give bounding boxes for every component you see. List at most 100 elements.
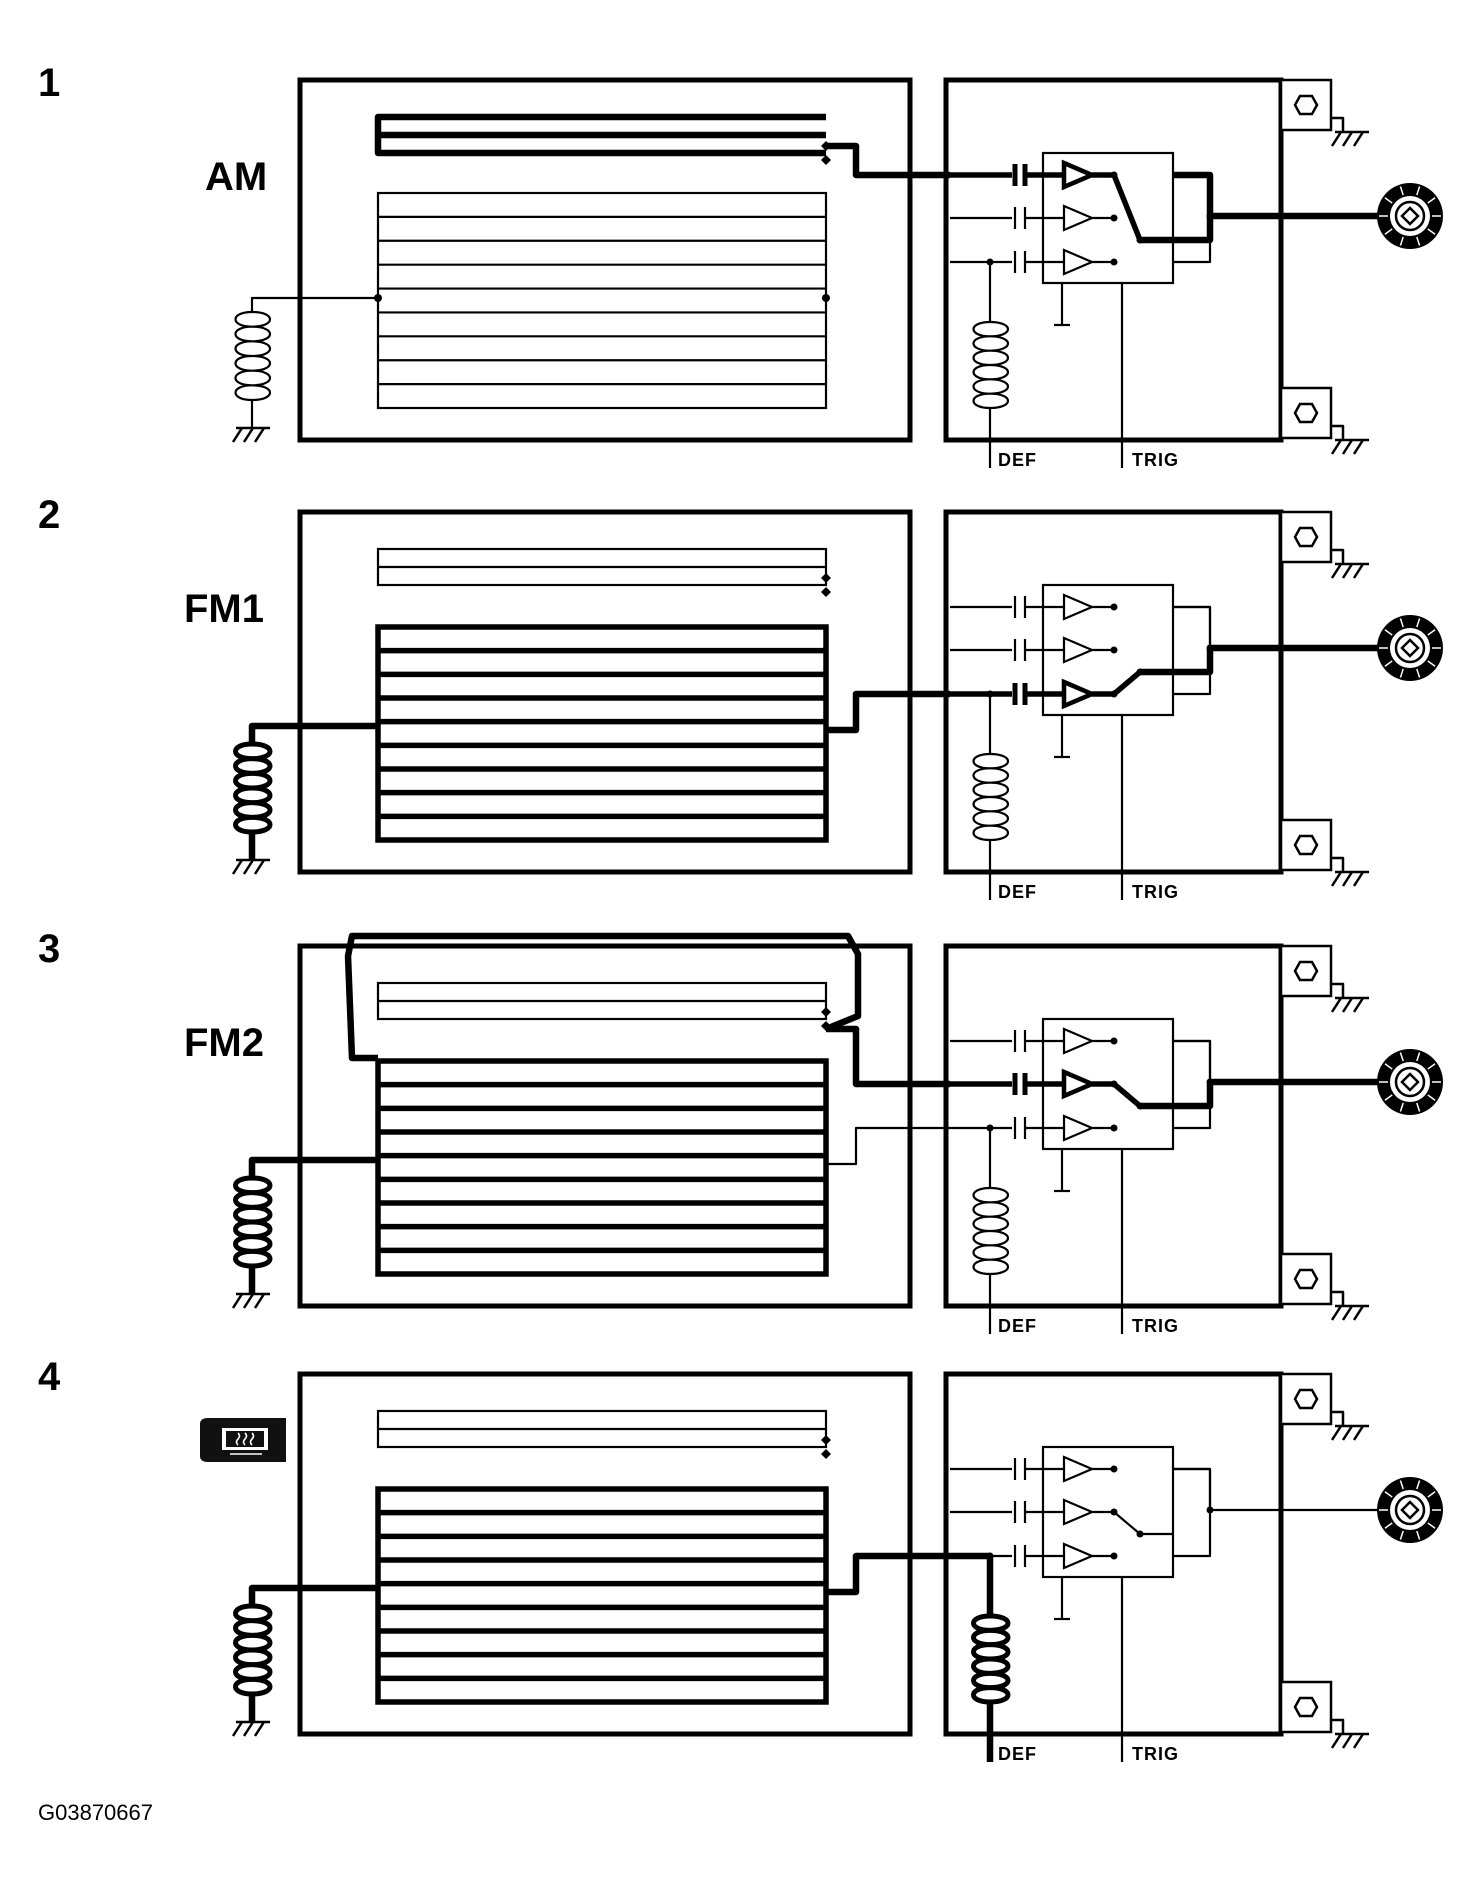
terminal-dot	[821, 155, 831, 165]
mount-hole-icon	[1293, 402, 1319, 424]
capacitor-icon	[1013, 596, 1027, 618]
mount-hole-icon	[1293, 94, 1319, 116]
channel-2	[950, 1068, 1118, 1100]
mount-tab	[1279, 510, 1369, 579]
heater-grid	[374, 191, 830, 410]
left-coil	[231, 1584, 378, 1737]
rear-defrost-icon	[200, 1418, 286, 1462]
fm2-loop	[344, 932, 862, 1062]
ground-icon	[1330, 996, 1369, 1013]
rf-switch	[1112, 605, 1378, 697]
mode-label: FM1	[184, 587, 264, 631]
amplifier-icon	[1062, 636, 1095, 664]
junction-dot	[1110, 1465, 1118, 1473]
junction-dot	[1110, 603, 1118, 611]
def-coil: DEF	[972, 1124, 1037, 1336]
ground-icon	[1330, 562, 1369, 579]
amplifier-icon	[1062, 1455, 1095, 1483]
channel-2	[950, 204, 1118, 232]
amplifier-icon	[1062, 1027, 1095, 1055]
def-coil: DEF	[972, 258, 1037, 470]
junction-dot	[1110, 214, 1118, 222]
amplifier-icon	[1061, 159, 1098, 191]
mount-tab	[1279, 1252, 1369, 1321]
mount-hole-icon	[1293, 1268, 1319, 1290]
capacitor-icon	[1012, 683, 1028, 705]
capacitor-icon	[1013, 639, 1027, 661]
coax-connector-icon	[1377, 183, 1443, 249]
am-grid	[376, 1409, 831, 1459]
ground-icon	[1330, 130, 1369, 147]
trig-pin-label: TRIG	[1132, 882, 1179, 902]
ground-icon	[1330, 870, 1369, 887]
trig-pin-label: TRIG	[1132, 1744, 1179, 1764]
left-coil-icon	[233, 1603, 273, 1697]
junction-dot	[1110, 1552, 1118, 1560]
amplifier-icon	[1061, 678, 1098, 710]
amplifier-icon	[1061, 1068, 1098, 1100]
ground-icon	[231, 426, 270, 443]
terminal-dot	[821, 587, 831, 597]
coax-connector-icon	[1377, 615, 1443, 681]
ground-icon	[1330, 1424, 1369, 1441]
capacitor-icon	[1012, 1073, 1028, 1095]
mode-label: FM2	[184, 1021, 264, 1065]
left-coil-icon	[233, 741, 273, 835]
terminal-dot	[821, 1007, 831, 1017]
left-coil	[231, 1156, 378, 1309]
heater-grid	[375, 624, 829, 843]
step-number: 3	[38, 927, 60, 971]
def-coil: DEF	[972, 690, 1036, 902]
step-number: 1	[38, 61, 60, 105]
mount-tab	[1279, 818, 1369, 887]
junction-dot	[1110, 646, 1118, 654]
heater-grid	[375, 1058, 829, 1277]
feed-wire	[826, 142, 950, 179]
trig-pin-label: TRIG	[1132, 450, 1179, 470]
amplifier-icon	[1062, 204, 1095, 232]
junction-dot	[1110, 1124, 1118, 1132]
capacitor-icon	[1013, 251, 1027, 273]
terminal-dot	[821, 573, 831, 583]
ground-icon	[1330, 438, 1369, 455]
capacitor-icon	[1012, 164, 1028, 186]
capacitor-icon	[1013, 1545, 1027, 1567]
rear-window	[297, 943, 913, 1309]
amplifier-icon	[1062, 1542, 1095, 1570]
feed-wire	[826, 1025, 950, 1166]
mount-tab	[1279, 944, 1369, 1013]
capacitor-icon	[1013, 1458, 1027, 1480]
rf-switch	[1112, 1039, 1378, 1130]
terminal-dot	[821, 1449, 831, 1459]
def-coil-icon	[971, 1613, 1011, 1705]
mode-label: AM	[205, 155, 267, 199]
amplifier-icon	[1062, 1114, 1095, 1142]
amplifier-icon	[1062, 248, 1095, 276]
trig-pin: TRIG	[1120, 1577, 1179, 1764]
def-coil: DEF	[971, 1552, 1037, 1764]
def-coil-icon	[972, 1186, 1010, 1276]
ground-icon	[231, 1720, 270, 1737]
channel-1	[950, 159, 1118, 191]
panel-1: 1AM DEF TRIG	[38, 61, 1443, 470]
def-pin-label: DEF	[998, 1316, 1037, 1336]
def-pin-label: DEF	[998, 1744, 1037, 1764]
step-number: 4	[38, 1355, 61, 1399]
channel-2	[950, 1498, 1118, 1526]
junction-dot	[822, 294, 830, 302]
heater-grid	[375, 1486, 829, 1705]
rf-switch	[1113, 1467, 1378, 1558]
mount-hole-icon	[1293, 1696, 1319, 1718]
amplifier-module	[943, 77, 1284, 443]
def-pin-label: DEF	[998, 450, 1037, 470]
channel-1	[950, 593, 1118, 621]
channel-3	[950, 248, 1118, 276]
channel-2	[950, 636, 1118, 664]
mount-hole-icon	[1293, 526, 1319, 548]
mount-tab	[1279, 1680, 1369, 1749]
ground-icon	[231, 1292, 270, 1309]
capacitor-icon	[1013, 207, 1027, 229]
